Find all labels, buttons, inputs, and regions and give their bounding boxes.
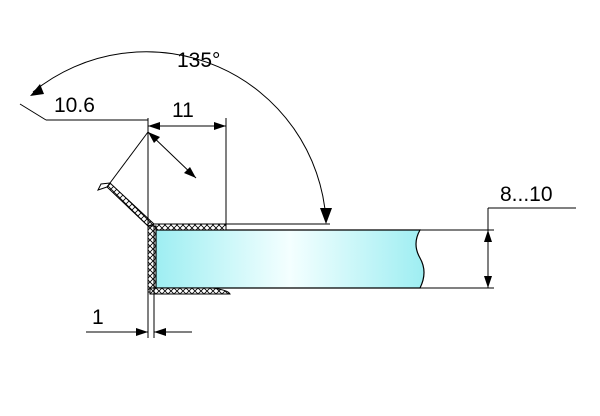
angle-arrow-end	[320, 208, 332, 224]
glass-pane	[155, 229, 425, 289]
profile-wing	[106, 182, 155, 227]
dim-11-arrow-right	[214, 122, 226, 130]
thickness-label: 8...10	[500, 183, 553, 206]
dim-11-arrow-left	[148, 122, 160, 130]
dim-10-6-extension-a	[106, 131, 149, 188]
profile-top-flange	[149, 223, 227, 231]
wall-label: 1	[92, 306, 104, 329]
angle-label: 135°	[177, 49, 220, 72]
wall-arrow-right	[154, 328, 166, 336]
dim-10-6-arrow-a	[148, 132, 160, 143]
profile-web	[147, 225, 157, 293]
thickness-arrow-bottom	[484, 276, 492, 288]
dim-10-6-label: 10.6	[54, 94, 95, 117]
angle-leg-extension	[19, 103, 47, 121]
angle-arc	[32, 51, 327, 221]
dim-10-6-arrow-b	[184, 167, 196, 178]
angle-arrow-start	[30, 84, 44, 96]
profile-bottom-flange	[149, 287, 231, 295]
profile-wing-hook	[97, 182, 111, 191]
wall-arrow-left	[136, 328, 148, 336]
dim-11-label: 11	[172, 99, 194, 122]
thickness-arrow-top	[484, 230, 492, 242]
